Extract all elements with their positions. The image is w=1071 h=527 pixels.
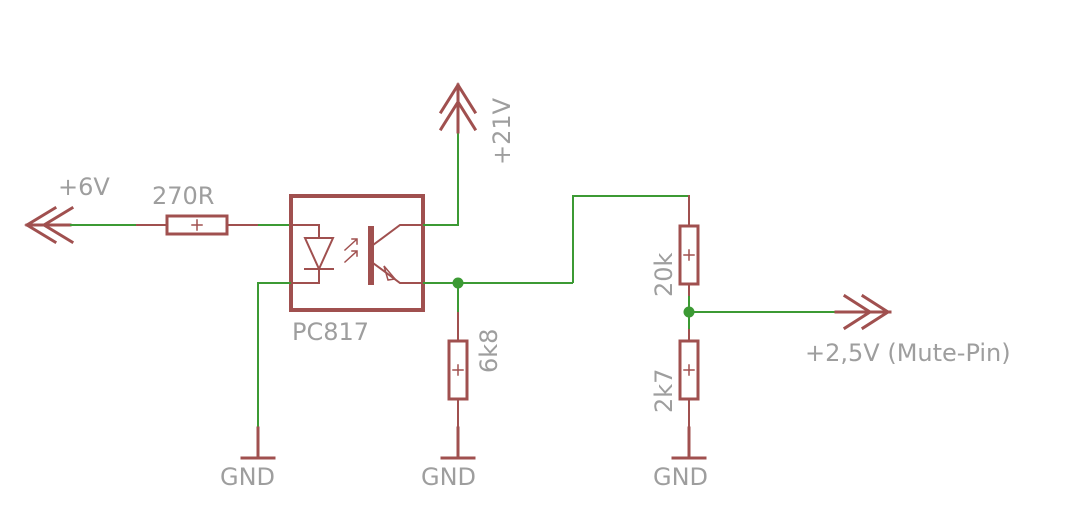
- output-arrow: [834, 293, 892, 331]
- resistor-20k-label: 20k: [650, 252, 678, 297]
- supply-6v-arrow: [24, 205, 75, 245]
- optocoupler-label: PC817: [292, 318, 369, 346]
- wire-led-cathode-to-gnd: [257, 282, 291, 430]
- output-label: +2,5V (Mute-Pin): [805, 339, 1011, 367]
- supply-21v-arrow: [438, 82, 478, 134]
- resistor-2k7-label: 2k7: [650, 369, 678, 413]
- gnd-label-2: GND: [421, 463, 476, 491]
- supply-6v-label: +6V: [58, 173, 110, 201]
- optocoupler-pc817: [289, 194, 425, 312]
- resistor-6k8: [447, 339, 469, 401]
- resistor-6k8-label: 6k8: [475, 329, 503, 373]
- wire-emitter-to-divider: [572, 195, 689, 283]
- gnd-symbol-3: [671, 426, 707, 460]
- gnd-label-3: GND: [653, 463, 708, 491]
- gnd-label-1: GND: [220, 463, 275, 491]
- resistor-20k: [678, 224, 700, 286]
- wire-collector-to-21v: [423, 130, 459, 226]
- resistor-270r: [165, 214, 229, 236]
- resistor-2k7: [678, 339, 700, 401]
- supply-21v-label: +21V: [488, 97, 516, 165]
- resistor-270r-label: 270R: [152, 182, 214, 210]
- gnd-symbol-2: [440, 426, 476, 460]
- gnd-symbol-1: [240, 426, 276, 460]
